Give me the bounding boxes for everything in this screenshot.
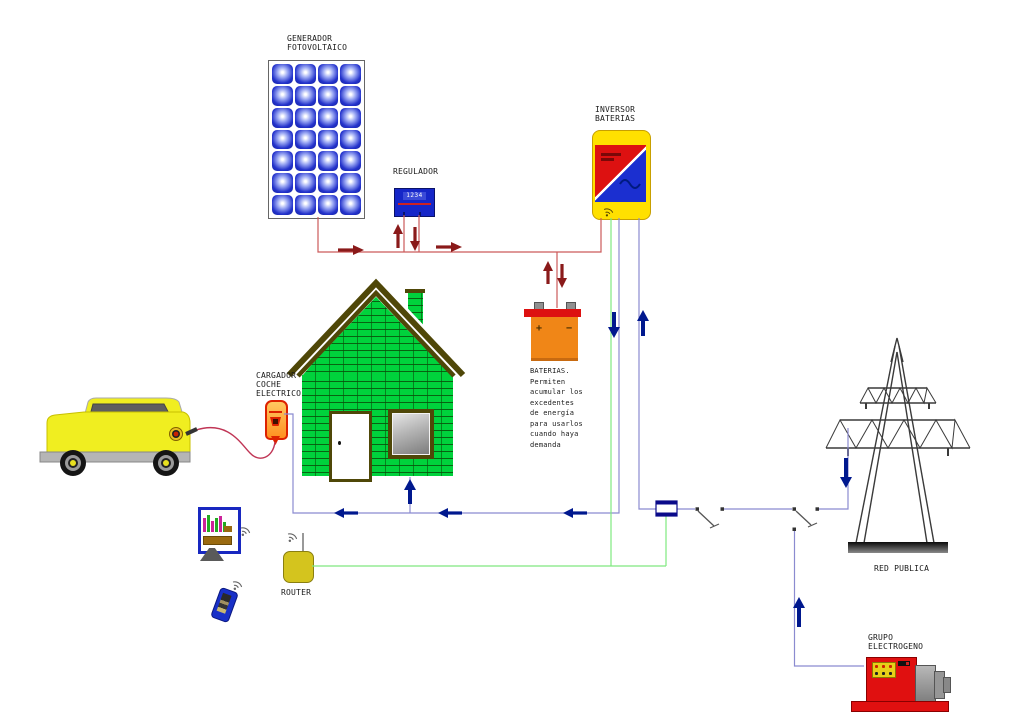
meter-box: [655, 500, 678, 517]
car-charger: [265, 400, 288, 440]
grid-drop-wire: [819, 428, 849, 510]
wifi-icon: [287, 533, 298, 542]
regulator-display: 1234: [403, 192, 426, 200]
inverter-to-meter-wire: [638, 218, 656, 510]
genset-wire: [793, 531, 864, 667]
battery-minus-sign: −: [565, 323, 572, 334]
charger-cable-outlet: [271, 436, 280, 445]
chimney: [408, 292, 423, 330]
router: [283, 551, 314, 583]
wifi-icon: [232, 581, 243, 590]
wifi-icon: [603, 208, 614, 217]
router-label: ROUTER: [281, 588, 312, 597]
door-knob: [338, 441, 341, 445]
switch: [792, 507, 819, 531]
inverter-display-icon: [601, 153, 621, 156]
genset-control-panel: [872, 662, 896, 678]
sine-wave-icon: [619, 179, 641, 189]
dc-wires: [317, 215, 602, 308]
genset-engine: [915, 665, 936, 703]
public-grid-label: RED PUBLICA: [874, 564, 930, 573]
battery-top-bar: [524, 309, 581, 317]
solar-panel: [268, 60, 365, 219]
router-antenna: [302, 533, 304, 552]
genset-base: [851, 701, 949, 712]
dc-flow-arrows: [338, 224, 567, 288]
genset: [866, 657, 917, 704]
car-charge-port: [169, 427, 183, 441]
electric-car: [39, 397, 191, 476]
charging-cable: [195, 427, 276, 459]
house-door: [329, 411, 372, 482]
car-wheel: [153, 450, 179, 476]
car-body: [46, 411, 191, 453]
house-gable: [302, 288, 453, 376]
genset-display: [898, 661, 910, 666]
chimney-cap: [405, 289, 425, 293]
monitor: [198, 507, 241, 554]
battery-note: BATERIAS. Permiten acumular los excedent…: [530, 367, 583, 449]
transmission-tower: [825, 337, 971, 544]
car-charger-label: CARGADOR COCHE ELECTRICO: [256, 371, 302, 398]
genset-label: GRUPO ELECTROGENO: [868, 633, 924, 651]
regulator-indicator-line: [398, 203, 431, 205]
regulator: 1234: [394, 188, 435, 217]
car-bumper: [39, 451, 191, 463]
inverter: [592, 130, 651, 220]
wifi-icon: [240, 527, 251, 536]
battery-plus-sign: +: [536, 323, 543, 334]
phone-screen: [216, 592, 232, 614]
solar-cells: [272, 64, 361, 215]
smartphone: [210, 586, 239, 624]
house-window: [388, 409, 434, 459]
car-wheel: [60, 450, 86, 476]
panel-to-inverter-wire: [317, 217, 602, 253]
solar-panel-label: GENERADOR FOTOVOLTAICO: [287, 34, 348, 52]
tower-base: [848, 542, 948, 553]
switch: [695, 507, 724, 529]
battery: + −: [531, 317, 578, 361]
regulator-label: REGULADOR: [393, 167, 439, 176]
inverter-face: [595, 145, 646, 202]
regulator-wires: [403, 215, 420, 252]
inverter-label: INVERSOR BATERIAS: [595, 105, 636, 123]
